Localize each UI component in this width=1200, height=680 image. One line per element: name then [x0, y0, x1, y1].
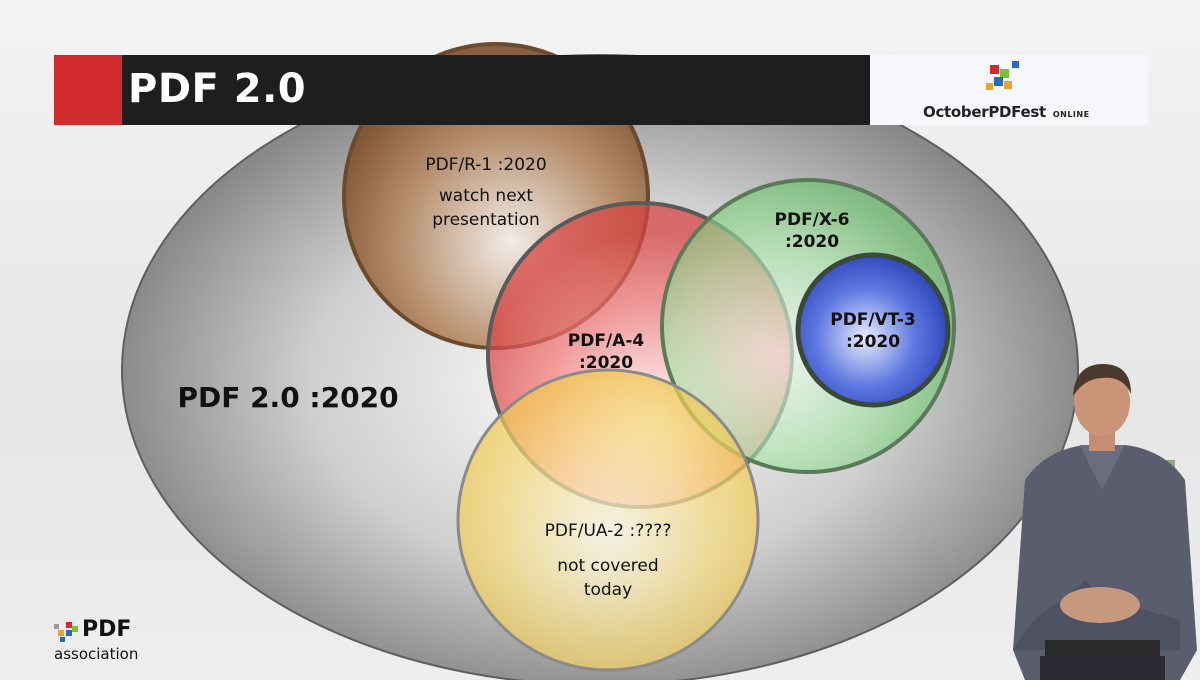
pdf-r1-name: PDF/R-1 :2020 — [425, 155, 547, 175]
title-accent — [54, 55, 122, 125]
pdf-ua2-name: PDF/UA-2 :???? — [544, 521, 672, 541]
event-logo — [870, 55, 1148, 125]
event-logo-text: OctoberPDFest ONLINE — [923, 103, 1090, 121]
pdf-x6-label: PDF/X-6 :2020 — [774, 210, 850, 252]
event-logo-brand: OctoberPDFest — [923, 103, 1046, 121]
event-logo-icon — [986, 61, 1019, 90]
pdf-r1-label: PDF/R-1 :2020 watch next presentation — [391, 154, 581, 232]
pdf-vt3-label: PDF/VT-3 :2020 — [830, 310, 916, 352]
title-bar — [54, 55, 870, 125]
slide-title: PDF 2.0 — [128, 66, 307, 112]
presenter-image — [1013, 364, 1197, 680]
pdf-ua2-set — [456, 368, 760, 672]
pdf-ua2-label: PDF/UA-2 :???? not covered today — [513, 520, 703, 602]
pdf-association-logo-mark: PDF — [82, 617, 132, 642]
pdf-a4-label: PDF/A-4 :2020 — [567, 331, 645, 373]
pdf-association-logo-icon — [54, 622, 78, 642]
pdf20-label: PDF 2.0 :2020 — [177, 381, 399, 414]
pdf-ua2-note: not covered today — [557, 556, 659, 600]
pdf-association-logo-text: association — [54, 645, 139, 663]
pdf-r1-note: watch next presentation — [432, 186, 540, 230]
pdf-vt3-set — [795, 252, 951, 408]
event-logo-sub: ONLINE — [1052, 110, 1090, 119]
